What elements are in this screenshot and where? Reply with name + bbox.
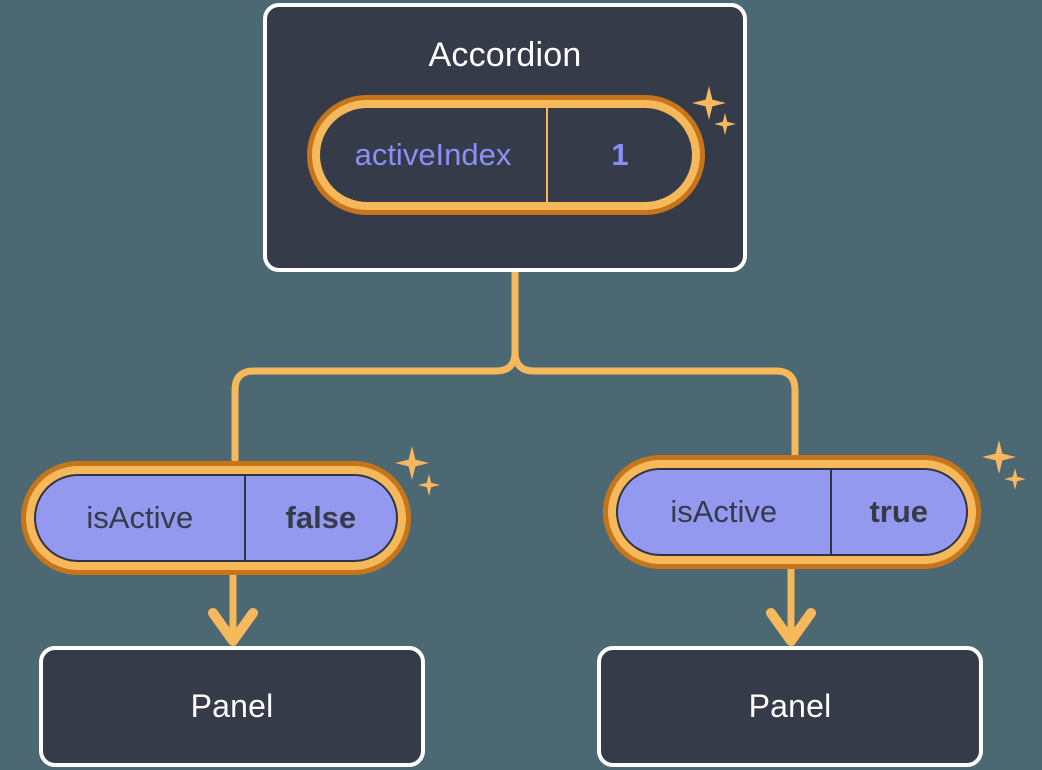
prop-pill-inner-ring: isActive false: [26, 466, 406, 570]
sparkle-icon: [395, 446, 429, 480]
prop-key-label: isActive: [618, 470, 832, 554]
state-pill-inner-ring: activeIndex 1: [312, 100, 700, 210]
sparkle-icon: [982, 440, 1016, 474]
sparkle-icon: [1004, 468, 1026, 490]
component-card-panel-right[interactable]: Panel: [597, 646, 983, 767]
state-key-label: activeIndex: [320, 108, 548, 202]
prop-pill-isactive-true[interactable]: isActive true: [603, 455, 981, 569]
state-pill-activeindex[interactable]: activeIndex 1: [307, 95, 705, 215]
prop-pill-body: isActive true: [616, 468, 968, 556]
sparkle-icon: [418, 474, 440, 496]
arrow-head-right: [766, 608, 816, 646]
prop-value-label: false: [285, 500, 357, 535]
state-pill-body: activeIndex 1: [320, 108, 692, 202]
component-card-panel-left[interactable]: Panel: [39, 646, 425, 767]
prop-value-label: true: [869, 494, 929, 529]
arrow-head-left: [208, 608, 258, 646]
prop-pill-isactive-false[interactable]: isActive false: [21, 461, 411, 575]
panel-title: Panel: [748, 688, 832, 724]
page-title: Accordion: [428, 36, 582, 74]
branch-line-left: [231, 351, 519, 461]
prop-pill-body: isActive false: [34, 474, 398, 562]
prop-key-label: isActive: [36, 476, 246, 560]
state-value-label: 1: [611, 137, 629, 172]
branch-line-right: [511, 351, 799, 455]
panel-title: Panel: [190, 688, 274, 724]
prop-pill-inner-ring: isActive true: [608, 460, 976, 564]
